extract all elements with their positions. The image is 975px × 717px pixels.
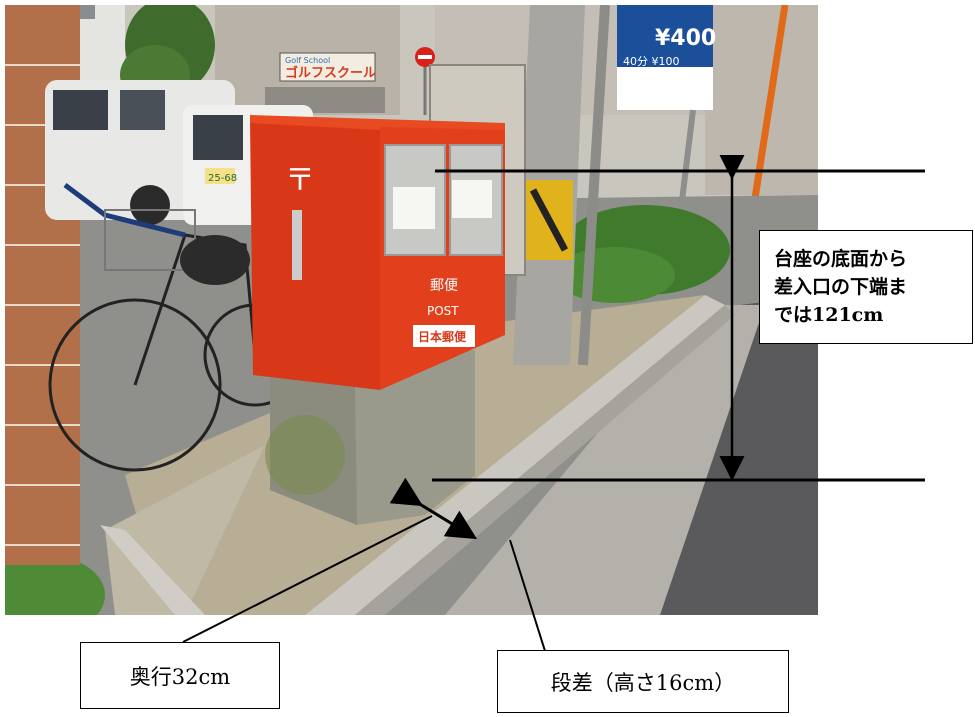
golf-school-sign: ゴルフスクール xyxy=(285,65,376,81)
parking-rate: 40分 ¥100 xyxy=(623,55,680,68)
golf-school-sign-small: Golf School xyxy=(285,56,330,65)
street-photo: ゴルフスクール Golf School ¥400 40分 ¥100 xyxy=(5,5,818,615)
height-callout-line2: 差入口の下端ま xyxy=(774,276,908,298)
postbox: 〒 郵便 POST 日本郵便 xyxy=(250,115,505,390)
no-entry-sign xyxy=(415,47,435,115)
height-callout: 台座の底面から 差入口の下端ま では121cm xyxy=(759,230,973,344)
height-callout-line3: では121cm xyxy=(774,304,884,326)
depth-callout: 奥行32cm xyxy=(80,642,280,709)
height-callout-line1: 台座の底面から xyxy=(774,248,908,270)
postbox-label: 郵便 xyxy=(430,278,458,294)
brick-wall xyxy=(5,5,80,565)
postbox-post-label: POST xyxy=(427,304,459,318)
postal-mark: 〒 xyxy=(285,163,315,198)
japan-post-badge: 日本郵便 xyxy=(418,329,467,344)
parking-price: ¥400 xyxy=(655,26,716,51)
license-plate: 25-68 xyxy=(208,173,237,184)
step-callout: 段差（高さ16cm） xyxy=(497,650,789,713)
step-callout-text: 段差（高さ16cm） xyxy=(550,670,736,695)
utility-pole xyxy=(513,5,585,365)
depth-callout-text: 奥行32cm xyxy=(129,664,231,689)
parking-sign: ¥400 40分 ¥100 xyxy=(617,5,716,301)
background-building-center: ゴルフスクール Golf School xyxy=(215,5,400,115)
